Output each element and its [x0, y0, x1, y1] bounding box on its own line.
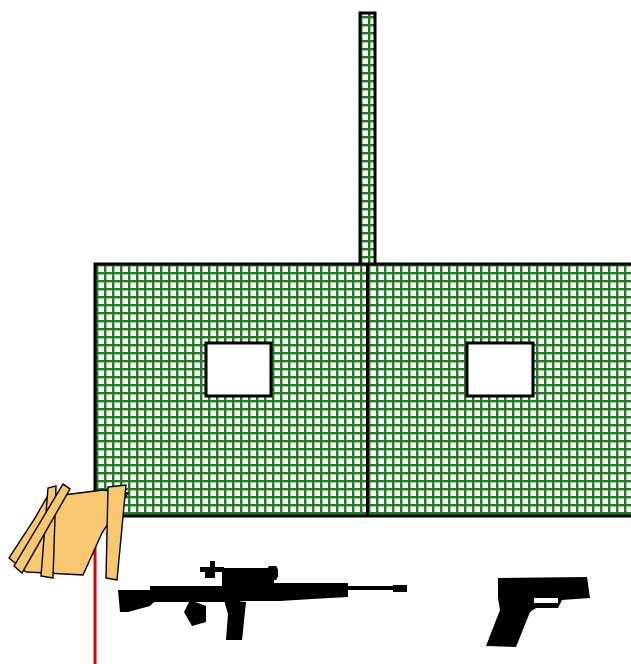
main-wall	[95, 264, 631, 516]
rifle-icon	[118, 561, 407, 640]
tall-wall	[360, 13, 375, 265]
window-right	[467, 343, 533, 396]
pistol-icon	[486, 577, 590, 647]
barricade	[9, 484, 128, 580]
window-left	[206, 343, 271, 396]
